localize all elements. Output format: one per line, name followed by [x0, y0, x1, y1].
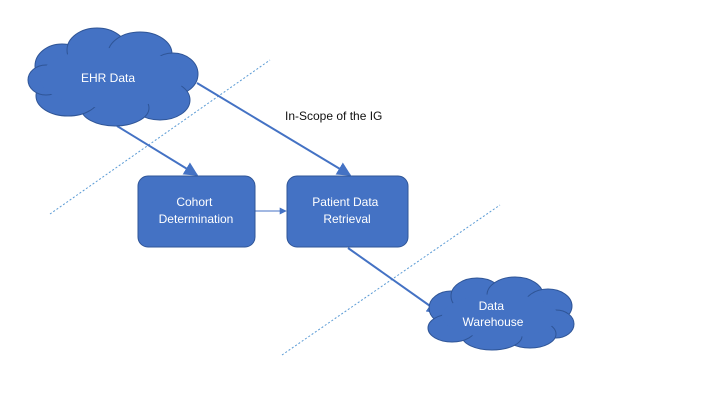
data-warehouse-cloud: Data Warehouse [427, 276, 575, 351]
retrieval-label-line-2: Retrieval [323, 212, 370, 226]
arrow-ehr-to-retrieval [196, 82, 352, 176]
svg-text:Cohort Determination: Cohort Determination [159, 195, 234, 226]
cohort-determination-node: Cohort Determination [137, 175, 256, 248]
patient-data-retrieval-node: Patient Data Retrieval [286, 175, 409, 248]
ehr-data-label: EHR Data [81, 71, 135, 85]
retrieval-label-line-1: Patient Data [312, 195, 378, 209]
arrow-retrieval-to-warehouse [347, 247, 442, 314]
svg-text:Data Warehouse: Data Warehouse [463, 299, 524, 329]
cohort-label-line-1: Cohort [176, 195, 213, 209]
scope-boundary-upper [49, 59, 271, 215]
svg-text:EHR Data: EHR Data [81, 71, 135, 85]
ehr-data-cloud: EHR Data [27, 27, 199, 127]
scope-boundary-lower [281, 204, 501, 356]
warehouse-label-line-1: Data [479, 299, 505, 313]
warehouse-label-line-2: Warehouse [463, 315, 524, 329]
arrow-ehr-to-cohort [116, 125, 199, 176]
cohort-label-line-2: Determination [159, 212, 234, 226]
svg-text:Patient Data Retrieval: Patient Data Retrieval [312, 195, 381, 226]
scope-annotation: In-Scope of the IG [285, 109, 382, 123]
